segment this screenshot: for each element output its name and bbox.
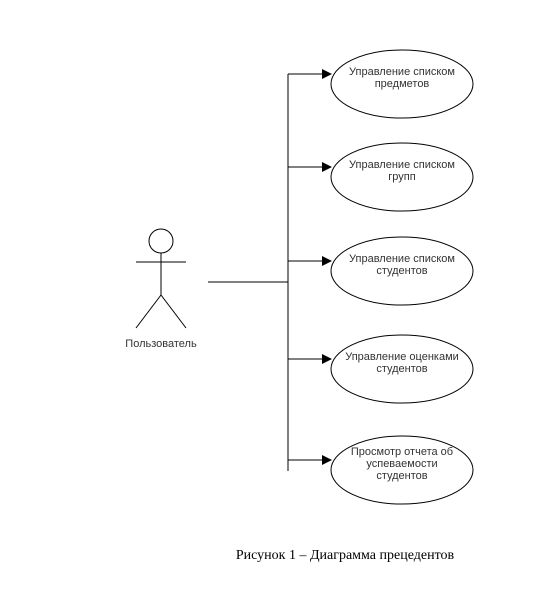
use-case-label: Управление списком (349, 253, 455, 265)
use-case-label: групп (388, 171, 415, 183)
figure-caption: Рисунок 1 – Диаграмма прецедентов (235, 548, 455, 563)
use-case-ellipse (330, 49, 474, 119)
actor-head (148, 228, 174, 254)
actor-leg-left (135, 294, 162, 329)
use-case-label: студентов (376, 470, 427, 482)
use-case-ellipse (330, 334, 474, 404)
actor-leg-right (160, 294, 187, 329)
use-case-ellipse (330, 435, 474, 505)
use-case-label: студентов (376, 363, 427, 375)
use-case-ellipse (330, 236, 474, 306)
use-case-label: Просмотр отчета об (351, 446, 453, 458)
actor-label: Пользователь (125, 338, 197, 350)
use-case-label: студентов (376, 265, 427, 277)
use-case-label: успеваемости (366, 458, 437, 470)
use-case-label: предметов (375, 78, 430, 90)
use-case-label: Управление списком (349, 66, 455, 78)
actor-user: Пользователь (125, 228, 197, 350)
use-case-label: Управление списком (349, 159, 455, 171)
use-case-ellipse (330, 142, 474, 212)
use-case-label: Управление оценками (345, 351, 459, 363)
connectors (208, 69, 332, 471)
